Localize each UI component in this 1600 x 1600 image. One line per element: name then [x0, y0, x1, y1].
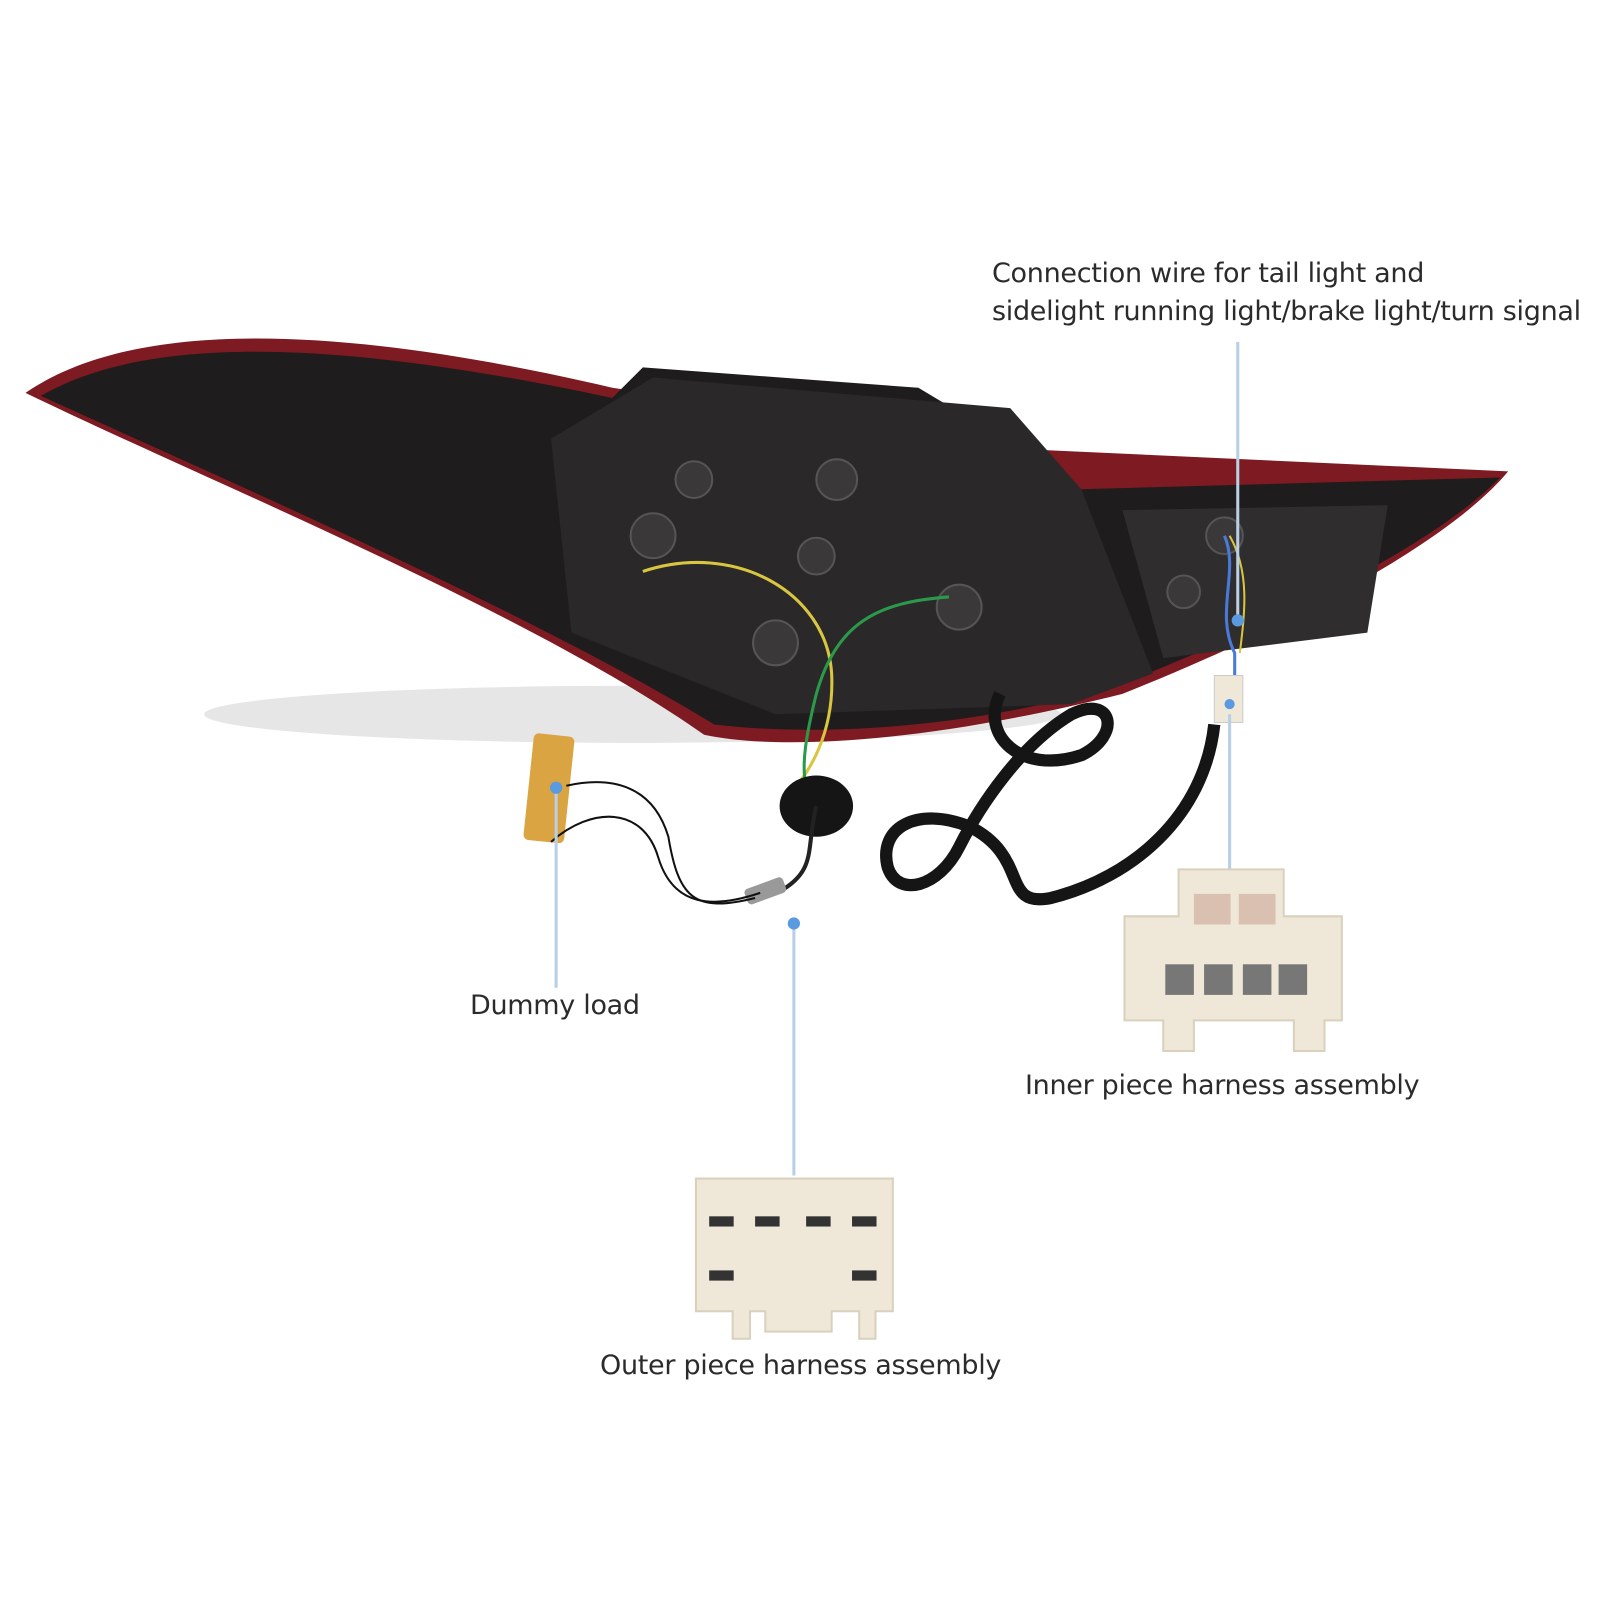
dummy-load-wire [566, 781, 756, 905]
inner-harness-label: Inner piece harness assembly [1025, 1070, 1420, 1101]
green-wire [802, 595, 950, 787]
dummy-load-resistor [523, 733, 575, 844]
inner-wires [1223, 535, 1237, 679]
housing-inner-block [551, 377, 1154, 715]
dummy-load-label: Dummy load [470, 990, 640, 1021]
callout-lines [554, 341, 1240, 1176]
outer-connector-face [694, 1177, 894, 1340]
inner-connector-face [1123, 868, 1343, 1053]
corrugated-harness [880, 691, 1221, 906]
connection-wire-label-line2: sidelight running light/brake light/turn… [992, 296, 1581, 327]
inner-lamp-section [1122, 505, 1388, 659]
inner-yellow-wire [1228, 535, 1246, 654]
bulb-sockets [629, 458, 1244, 667]
outer-harness-label: Outer piece harness assembly [600, 1350, 1002, 1381]
outer-wire-bundle [754, 805, 819, 900]
inner-plug [1213, 675, 1244, 723]
connection-wire-label-line1: Connection wire for tail light and [992, 258, 1425, 289]
yellow-wire [642, 561, 834, 787]
wire-connector [744, 877, 787, 905]
callout-dots [550, 614, 1244, 930]
